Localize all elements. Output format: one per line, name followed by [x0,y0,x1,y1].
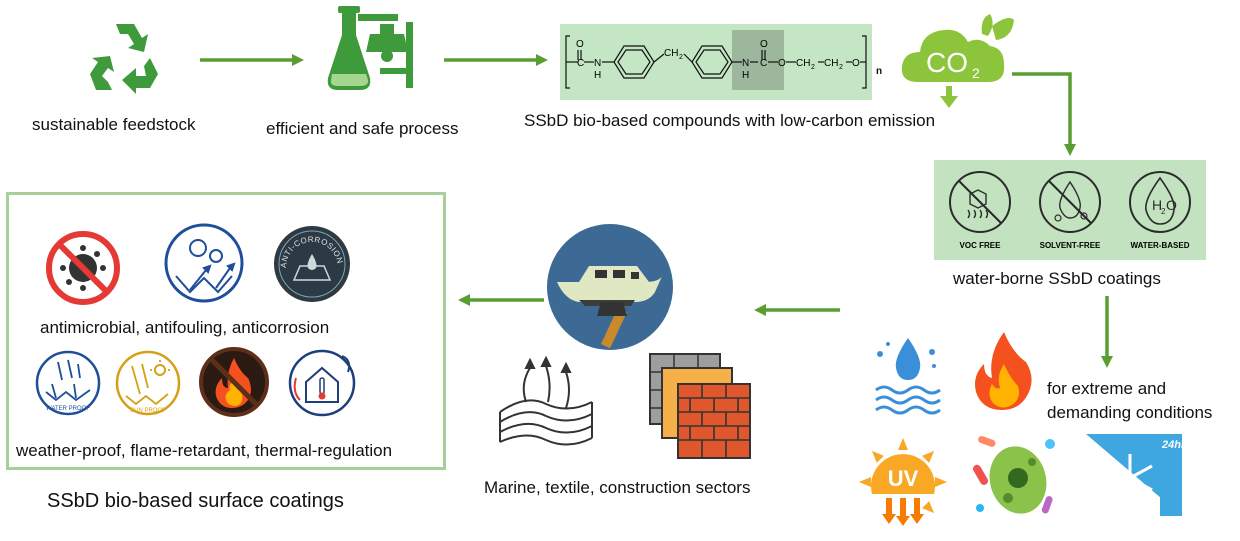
chem-atom: O [576,39,584,50]
sunproof-icon: SUN PROOF [115,350,181,416]
fire-icon [975,332,1032,410]
badge-label-voc: VOC FREE [960,241,1002,250]
antimicrobial-icon [46,231,120,305]
chem-atom: O [778,58,786,69]
step-label-waterborne: water-borne SSbD coatings [953,269,1161,288]
h2o-sub: 2 [1161,207,1166,216]
chem-atom: O [852,58,860,69]
chem-atom: N [742,58,749,69]
chem-atom: C [760,58,767,69]
flame-retardant-icon [199,347,269,417]
anticorrosion-icon: ANTI-CORROSION [274,226,350,302]
properties-row1-label: antimicrobial, antifouling, anticorrosio… [40,318,330,337]
thermal-regulation-icon [288,349,356,417]
step-label-sectors: Marine, textile, construction sectors [484,478,751,497]
co2-cloud-icon: CO 2 [901,14,1014,108]
marine-boat-icon [547,224,673,350]
lab-flask-icon [327,6,413,90]
chem-subscript: 2 [679,54,683,61]
h2o-h: H [1152,197,1162,213]
chem-atom: H [742,70,749,81]
chem-atom: CH [796,58,810,69]
hrs-text: 24hrs [1161,439,1182,451]
uv-text: UV [888,466,919,491]
chem-atom: N [594,58,601,69]
waterproof-icon: WATER PROOF [35,350,101,416]
coatings-properties-box [6,192,446,470]
flow-arrow [754,304,840,316]
chem-atom: O [760,39,768,50]
chem-atom: C [577,58,584,69]
flow-arrow [444,54,548,66]
chemical-structure: O C N H CH 2 N H C O O CH 2 CH 2 O [560,24,872,100]
extreme-label-line1: for extreme and [1047,379,1167,398]
snowflake-24hrs-icon: 24hrs [1086,434,1182,516]
recycle-icon [90,24,158,94]
co2-text: CO [926,47,968,78]
chem-subscript: 2 [811,64,815,71]
free-badges-panel: H 2 O VOC FREE SOLVENT-FREE WATER-BASED [934,160,1206,260]
flow-arrow [1012,72,1076,156]
step-label-compounds: SSbD bio-based compounds with low-carbon… [524,111,936,130]
chem-atom: H [594,70,601,81]
badge-label-water: WATER-BASED [1131,241,1190,250]
coatings-title: SSbD bio-based surface coatings [47,490,344,512]
chem-atom: CH [664,48,678,59]
uv-sun-icon: UV [859,438,947,526]
chem-repeat-n: n [876,66,883,77]
bacteria-icon [973,436,1055,514]
properties-row2-label: weather-proof, flame-retardant, thermal-… [16,441,393,460]
antifouling-icon [164,223,244,303]
flow-arrow [458,294,544,306]
chem-atom: CH [824,58,838,69]
water-waves-icon [875,338,941,415]
chem-subscript: 2 [839,64,843,71]
flow-arrow [1101,296,1113,368]
brick-wall-icon [649,353,751,459]
h2o-o: O [1166,197,1177,213]
textile-icon [499,355,593,446]
sunproof-text: SUN PROOF [130,408,166,414]
flow-arrow [200,54,304,66]
step-label-feedstock: sustainable feedstock [32,115,196,134]
extreme-label-line2: demanding conditions [1047,403,1213,422]
waterproof-text: WATER PROOF [46,406,90,412]
step-label-process: efficient and safe process [266,119,459,138]
badge-label-solvent: SOLVENT-FREE [1040,241,1101,250]
co2-subscript: 2 [972,65,980,81]
